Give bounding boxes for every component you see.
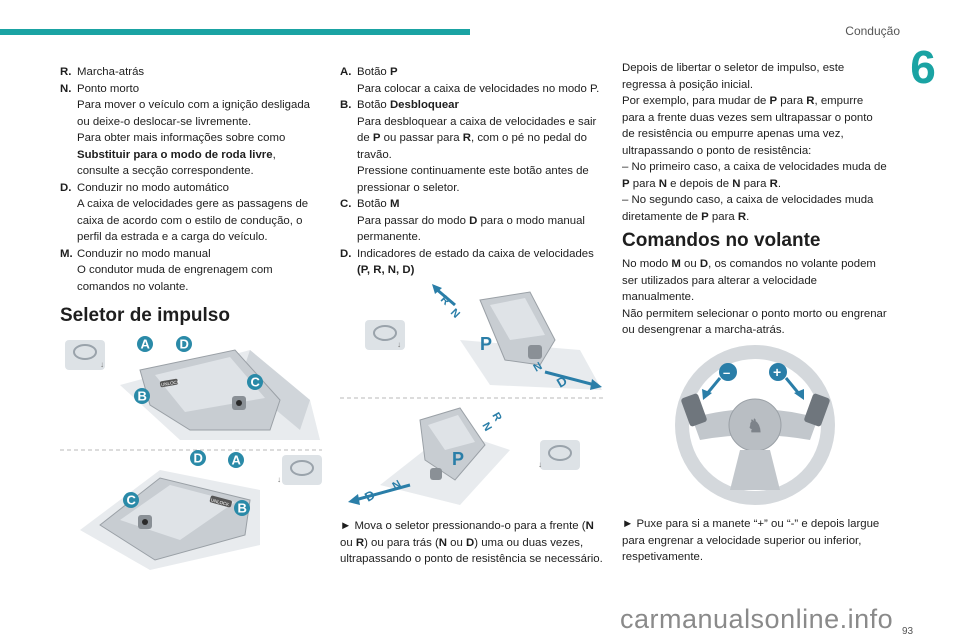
svg-text:D: D <box>180 337 189 352</box>
def-c: C. Botão M Para passar do modo D para o … <box>340 198 585 243</box>
arrow-backward <box>354 483 411 502</box>
def-b: B. Botão Desbloquear Para desbloquear a … <box>340 99 597 194</box>
selector-illustration: ↓ UNLOCK A D C B ↓ UNLOCK D A C B <box>60 336 322 570</box>
def-a: A. Botão P Para colocar a caixa de veloc… <box>340 66 600 95</box>
svg-text:C: C <box>251 375 261 390</box>
wheel-badge-forward <box>365 320 405 350</box>
watermark: carmanualsonline.info <box>620 604 894 634</box>
svg-text:N: N <box>479 421 493 434</box>
svg-text:C: C <box>127 493 137 508</box>
chapter-number: 6 <box>910 41 936 93</box>
col1-definitions: R. Marcha-atrás N. Ponto morto Para move… <box>60 64 310 295</box>
minus-badge <box>719 363 737 381</box>
svg-text:P: P <box>480 334 492 354</box>
steering-wheel-illustration: ♞ – + <box>675 345 835 505</box>
gear-forward-view: ↓ P R N N D <box>365 284 602 391</box>
page-number: 93 <box>902 626 914 637</box>
svg-text:A: A <box>141 337 151 352</box>
svg-text:B: B <box>238 501 247 516</box>
arrow-back <box>544 370 596 387</box>
def-d2: D. Indicadores de estado da caixa de vel… <box>340 247 594 277</box>
gear-backward-view: ↓ P R N N D <box>348 407 580 505</box>
wheel-badge-backward <box>540 440 580 470</box>
svg-text:B: B <box>138 389 147 404</box>
svg-text:↓: ↓ <box>100 360 104 369</box>
wheel-badge-top <box>65 340 105 370</box>
def-r: R. Marcha-atrás <box>60 66 145 78</box>
svg-text:↓: ↓ <box>277 475 281 484</box>
def-m: M. Conduzir no modo manual O condutor mu… <box>60 247 273 293</box>
paddle-minus <box>681 393 707 427</box>
svg-text:A: A <box>232 453 242 468</box>
def-d: D. Conduzir no modo automático A caixa d… <box>60 181 309 244</box>
paddle-plus <box>804 393 830 427</box>
selector-top-view: ↓ UNLOCK A D C B <box>65 336 320 440</box>
selector-bottom-view: ↓ UNLOCK D A C B <box>80 450 322 570</box>
svg-text:D: D <box>194 451 203 466</box>
svg-text:↓: ↓ <box>397 340 401 349</box>
col3-text2: No modo M ou D, os comandos no volante p… <box>622 258 887 336</box>
col2-definitions: A. Botão P Para colocar a caixa de veloc… <box>340 64 606 279</box>
col2-instruction: ► Mova o seletor pressionando-o para a f… <box>340 520 603 565</box>
wheel-badge-bottom <box>282 455 322 485</box>
heading-comandos: Comandos no volante <box>622 230 821 251</box>
heading-seletor: Seletor de impulso <box>60 305 230 326</box>
svg-text:N: N <box>448 307 462 321</box>
col3-text: Depois de libertar o seletor de impulso,… <box>622 62 887 223</box>
col3-instruction: ► Puxe para si a manete “+” ou “-” e dep… <box>622 518 880 563</box>
brand-emblem: ♞ <box>747 416 763 436</box>
svg-text:P: P <box>452 449 464 469</box>
svg-text:R: R <box>489 411 503 424</box>
svg-text:–: – <box>723 365 730 380</box>
svg-text:UNLOCK: UNLOCK <box>161 379 180 387</box>
section-title: Condução <box>845 24 900 38</box>
svg-text:UNLOCK: UNLOCK <box>210 497 229 507</box>
svg-text:↓: ↓ <box>538 460 542 469</box>
def-n: N. Ponto morto Para mover o veículo com … <box>60 82 311 178</box>
plus-badge <box>769 363 787 381</box>
gear-direction-illustration: ↓ P R N N D ↓ P R N N D <box>340 284 606 505</box>
svg-text:+: + <box>773 364 781 380</box>
header-accent-bar <box>0 29 470 35</box>
